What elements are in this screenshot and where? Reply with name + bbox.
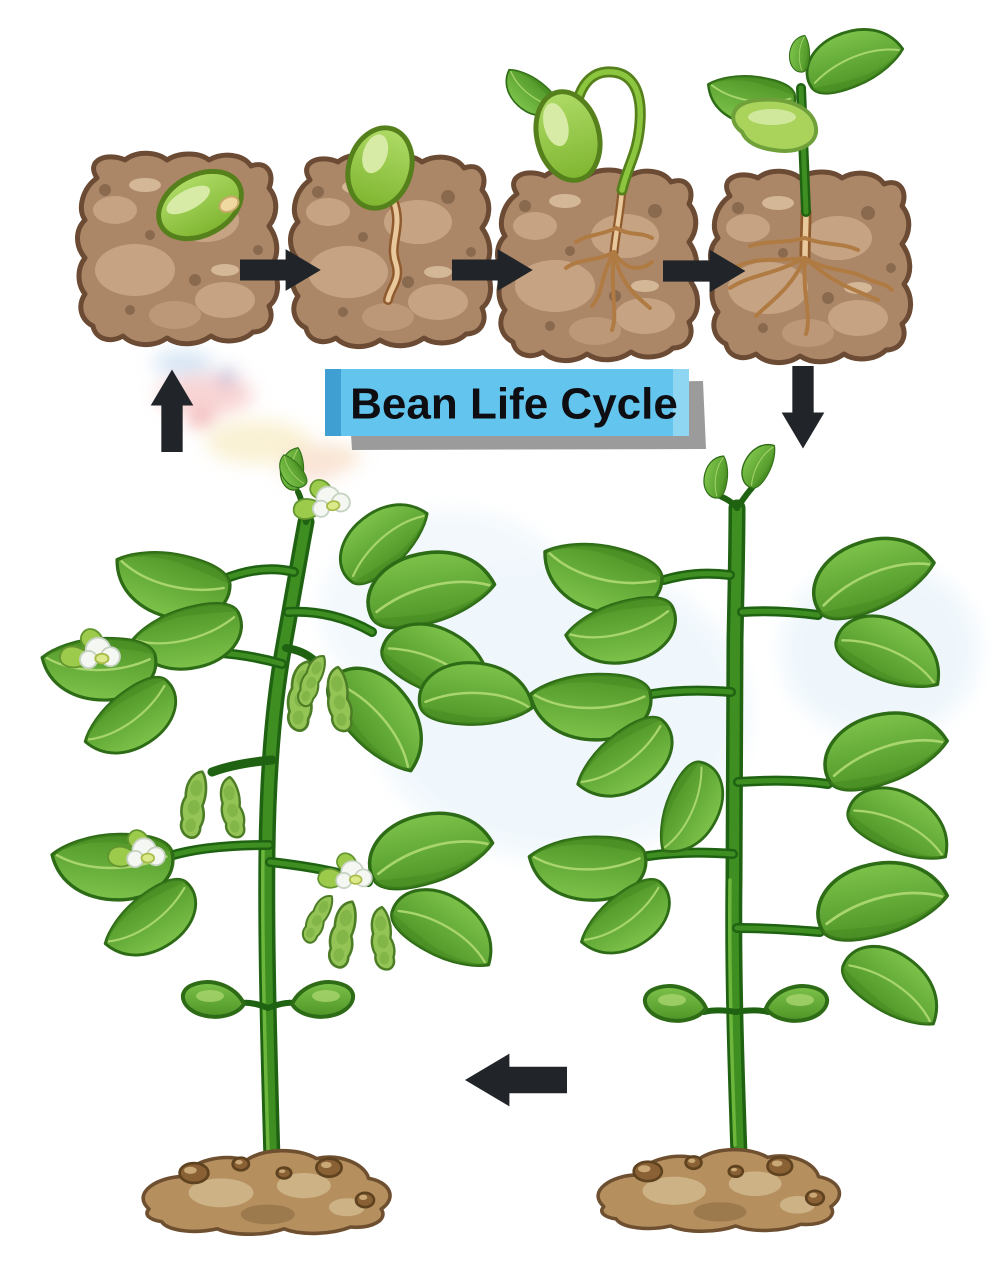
bean-seed-icon (345, 125, 415, 211)
title-banner: Bean Life Cycle (325, 369, 706, 450)
roots-icon (710, 236, 894, 336)
roots-icon (564, 226, 654, 332)
branches (643, 485, 833, 1015)
mature-plant-with-flowers-and-pods (36, 444, 540, 1169)
stage-4-seedling-with-leaves (699, 17, 911, 362)
stage-1-seed-in-soil (78, 153, 278, 344)
stage-3-sprout-arching (494, 58, 698, 361)
young-leafy-plant (523, 435, 966, 1164)
cotyledon-icon (731, 97, 819, 153)
bean-seed-icon (156, 168, 244, 242)
stage-2-germinating-seed (291, 125, 491, 346)
bean-seed-icon (533, 89, 603, 183)
page-title: Bean Life Cycle (350, 380, 678, 429)
